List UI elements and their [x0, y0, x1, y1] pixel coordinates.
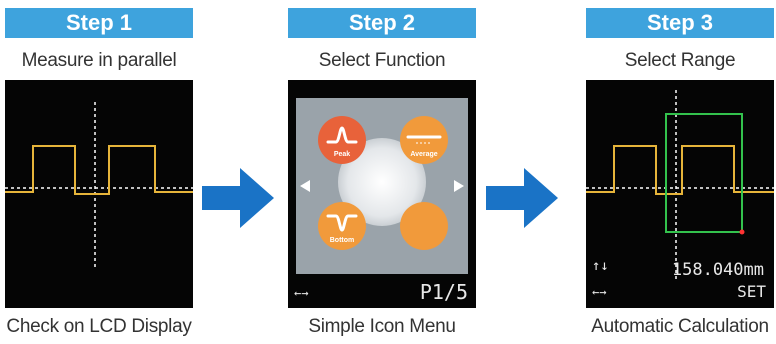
arrow-right-icon	[486, 168, 558, 228]
range-selection-box	[665, 113, 743, 233]
bottom-label: Bottom	[329, 237, 355, 244]
step-2: Step 2 Select Function Peak Average	[288, 0, 476, 344]
left-triangle-icon[interactable]	[300, 180, 310, 192]
lcd-waveform-screen	[5, 80, 193, 308]
average-icon	[406, 135, 442, 144]
step-3-badge: Step 3	[586, 8, 774, 38]
peak-icon	[326, 126, 358, 144]
step-1-badge: Step 1	[5, 8, 193, 38]
range-graph	[586, 90, 774, 280]
icon-menu-panel: Peak Average Bottom	[296, 98, 468, 274]
peak-label: Peak	[333, 151, 351, 158]
lcd-range-screen: ↑↓ 158.040mm ←→ SET	[586, 80, 774, 308]
menu-nav-indicator: ←→	[294, 286, 309, 300]
step-2-badge: Step 2	[288, 8, 476, 38]
step-3-caption: Automatic Calculation	[591, 316, 769, 337]
waveform-graph	[5, 102, 193, 268]
lcd-menu-screen: Peak Average Bottom	[288, 80, 476, 308]
step-1: Step 1 Measure in parallel Check on LCD …	[5, 0, 193, 344]
right-triangle-icon[interactable]	[454, 180, 464, 192]
range-marker	[739, 229, 745, 235]
empty-function-button[interactable]	[400, 202, 448, 250]
peak-button[interactable]: Peak	[318, 116, 366, 164]
waveform-trace	[586, 145, 774, 195]
bottom-button[interactable]: Bottom	[318, 202, 366, 250]
step-3-title: Select Range	[624, 50, 736, 71]
updown-indicator: ↑↓	[592, 258, 609, 274]
step-1-caption: Check on LCD Display	[6, 316, 192, 337]
range-nav-indicator: ←→	[592, 285, 607, 299]
average-button[interactable]: Average	[400, 116, 448, 164]
menu-page-indicator: P1/5	[419, 280, 468, 304]
bottom-icon	[326, 214, 358, 232]
step-1-title: Measure in parallel	[21, 50, 177, 71]
set-label: SET	[737, 282, 766, 301]
waveform-trace	[5, 145, 193, 195]
measurement-value: 158.040mm	[671, 260, 764, 280]
average-label: Average	[410, 151, 438, 158]
step-2-title: Select Function	[318, 50, 446, 71]
step-3: Step 3 Select Range ↑↓ 158.040mm ←→ SET …	[586, 0, 774, 344]
step-2-caption: Simple Icon Menu	[308, 316, 456, 337]
arrow-right-icon	[202, 168, 274, 228]
